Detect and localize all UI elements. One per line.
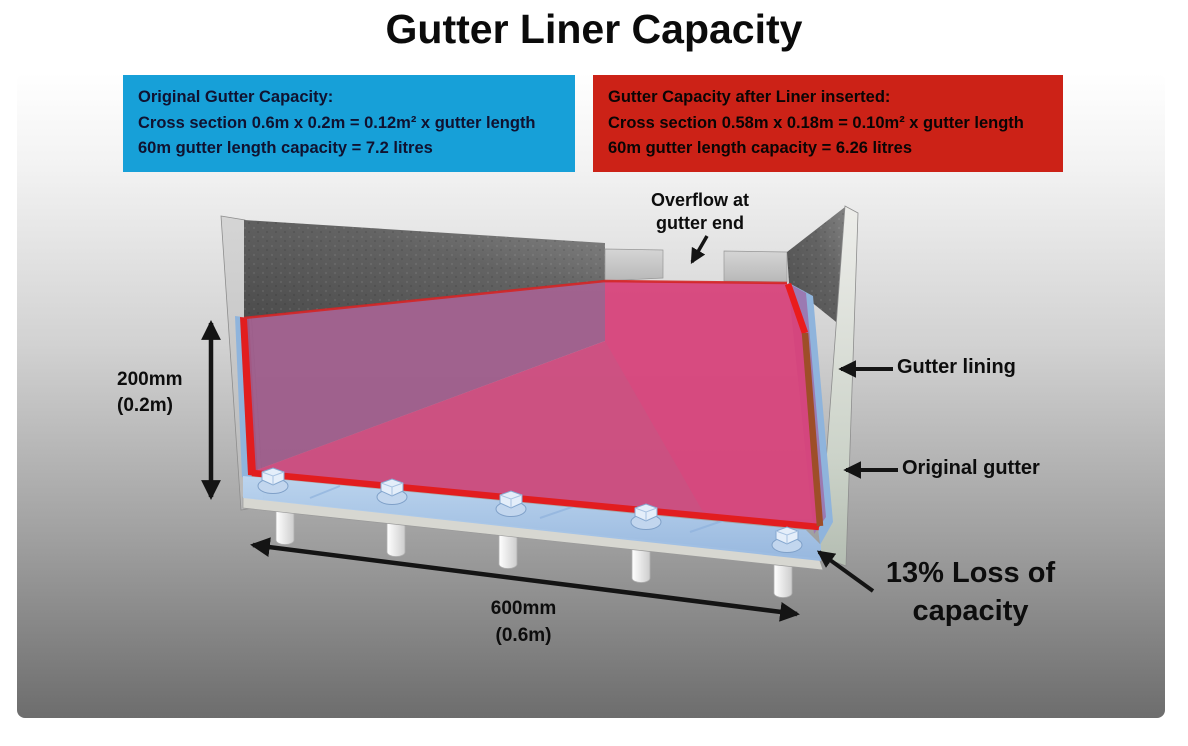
height-dimension-line2: (0.2m) xyxy=(117,395,173,416)
original-capacity-infobox: Original Gutter Capacity: Cross section … xyxy=(123,75,575,172)
gutter-lining-label: Gutter lining xyxy=(897,356,1016,378)
overflow-label: Overflow at gutter end xyxy=(630,189,770,235)
original-capacity-line2: 60m gutter length capacity = 7.2 litres xyxy=(138,139,433,157)
water-front-face xyxy=(254,281,820,527)
annotation-arrows xyxy=(201,235,898,622)
back-wall-texture xyxy=(244,220,605,318)
liner-right-edge-top xyxy=(784,282,809,335)
right-wall-texture xyxy=(787,207,851,334)
original-capacity-heading: Original Gutter Capacity: xyxy=(138,88,334,106)
width-dimension-line1: 600mm xyxy=(490,598,557,619)
width-dimension-line2: (0.6m) xyxy=(495,625,552,646)
original-capacity-line1: Cross section 0.6m x 0.2m = 0.12m² x gut… xyxy=(138,113,536,132)
water-light-wedge xyxy=(256,341,706,517)
height-dimension-label: 200mm (0.2m) xyxy=(117,367,183,419)
width-dimension-arrow xyxy=(250,537,800,622)
page-title: Gutter Liner Capacity xyxy=(385,6,803,52)
band-reflections xyxy=(309,485,726,533)
capacity-loss-line2: capacity xyxy=(912,595,1029,627)
overflow-wall-segment-left xyxy=(604,248,664,282)
width-dimension-label: 600mm (0.6m) xyxy=(466,595,581,649)
liner-right-edge-bottom xyxy=(801,332,824,527)
liner-capacity-line2: 60m gutter length capacity = 6.26 litres xyxy=(608,139,912,157)
capacity-loss-line1: 13% Loss of xyxy=(885,557,1056,589)
liner-capacity-heading: Gutter Capacity after Liner inserted: xyxy=(608,88,891,106)
capacity-loss-arrow xyxy=(816,550,875,593)
capacity-loss-label: 13% Loss of capacity xyxy=(858,554,1083,630)
liner-top-edge xyxy=(243,279,788,320)
original-gutter-label: Original gutter xyxy=(902,457,1040,479)
overflow-label-line2: gutter end xyxy=(656,213,744,233)
liner-left-edge xyxy=(241,318,256,475)
overflow-label-line1: Overflow at xyxy=(650,190,750,210)
water-top-shadow xyxy=(244,281,605,471)
liner-capacity-infobox: Gutter Capacity after Liner inserted: Cr… xyxy=(593,75,1063,172)
overflow-arrow xyxy=(690,235,709,265)
height-dimension-line1: 200mm xyxy=(117,369,183,390)
liner-capacity-line1: Cross section 0.58m x 0.18m = 0.10m² x g… xyxy=(608,113,1024,132)
water-volume xyxy=(241,279,824,531)
overflow-wall-segment-right xyxy=(723,250,788,283)
liner-bottom-edge xyxy=(251,469,820,531)
